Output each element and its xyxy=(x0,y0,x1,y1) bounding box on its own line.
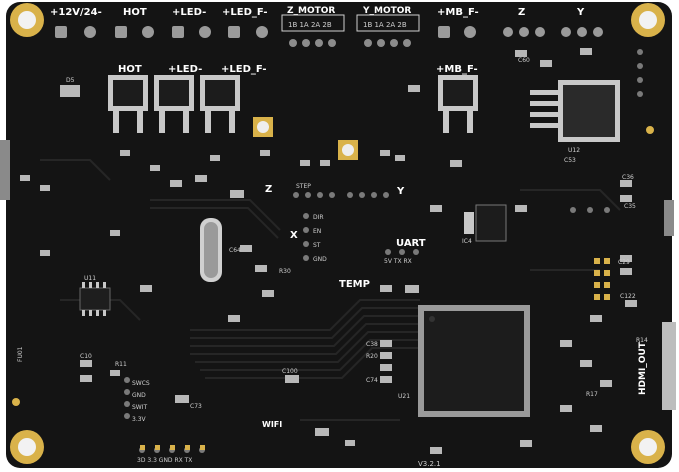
motor-header-pins xyxy=(289,39,411,47)
swd-pin-2: GND xyxy=(132,392,146,399)
ref-r17: R17 xyxy=(586,391,598,398)
top-label-led: +LED- xyxy=(172,7,206,18)
z-motor-pins: 1B 1A 2A 2B xyxy=(288,21,332,29)
ref-u11: U11 xyxy=(84,275,96,282)
mosfet-label-hot: HOT xyxy=(118,64,142,75)
side-connector-left xyxy=(0,140,10,200)
top-label-power: +12V/24- xyxy=(50,7,102,18)
driver-label-en: EN xyxy=(313,228,321,235)
wifi-label: WIFI xyxy=(262,420,282,429)
top-label-z: Z xyxy=(518,7,525,18)
top-label-hot: HOT xyxy=(123,7,147,18)
ref-c100: C100 xyxy=(282,368,298,375)
ref-r30: R30 xyxy=(279,268,291,275)
ref-c122: C122 xyxy=(620,293,636,300)
ref-c74: C74 xyxy=(366,377,378,384)
top-label-mb-f: +MB_F- xyxy=(437,7,479,18)
swd-pin-4: 3.3V xyxy=(132,416,147,423)
driver-label-dir: DIR xyxy=(313,214,324,221)
mosfet-led-f xyxy=(200,75,240,133)
ref-c35: C35 xyxy=(624,203,636,210)
ref-c60: C60 xyxy=(518,57,530,64)
crystal-oscillator xyxy=(200,218,222,282)
top-label-y: Y xyxy=(576,7,585,18)
ref-c73: C73 xyxy=(190,403,202,410)
ref-c64: C64 xyxy=(229,247,241,254)
bottom-pins-label: 3D 3.3 GND RX TX xyxy=(137,457,192,464)
driver-label-step: STEP xyxy=(296,183,311,190)
version-label: V3.2.1 xyxy=(418,460,441,468)
mounting-holes xyxy=(10,3,665,464)
ref-fu01: FU01 xyxy=(17,346,24,362)
mcu-u21 xyxy=(418,305,530,417)
side-connector-right xyxy=(664,200,674,236)
top-connector-pads xyxy=(55,26,603,38)
mosfet-label-led-f: +LED_F- xyxy=(221,64,267,75)
hdmi-connector xyxy=(662,322,676,410)
pcb-board xyxy=(6,2,672,468)
swd-pin-3: SWIT xyxy=(132,404,148,411)
ref-r20: R20 xyxy=(366,353,378,360)
uart-pins: 5V TX RX xyxy=(384,258,412,265)
smd-passives xyxy=(20,48,637,454)
ref-u21: U21 xyxy=(398,393,410,400)
z-motor-title: Z_MOTOR xyxy=(287,6,335,16)
temp-label: TEMP xyxy=(339,279,370,290)
ref-c10: C10 xyxy=(80,353,92,360)
driver-label-st: ST xyxy=(313,242,321,249)
gold-pad-grid xyxy=(12,126,654,450)
ref-c38: C38 xyxy=(366,341,378,348)
top-label-led-f: +LED_F- xyxy=(222,7,268,18)
ref-c36: C36 xyxy=(622,174,634,181)
trimpots xyxy=(253,117,358,160)
ref-r14: R14 xyxy=(636,337,648,344)
chip-u11 xyxy=(79,282,111,316)
mosfet-led xyxy=(154,75,194,133)
driver-label-z: Z xyxy=(265,184,272,195)
mosfet-mb-f xyxy=(438,75,478,133)
ref-c53: C53 xyxy=(564,157,576,164)
ref-c29: C29 xyxy=(618,259,630,266)
motor-header-frames xyxy=(281,14,420,32)
mosfet-label-led: +LED- xyxy=(168,64,202,75)
ref-d5: D5 xyxy=(66,77,75,84)
ref-u12: U12 xyxy=(568,147,580,154)
ref-r11: R11 xyxy=(115,361,127,368)
driver-label-y: Y xyxy=(396,186,405,197)
pin-headers xyxy=(124,49,643,453)
mosfet-hot xyxy=(108,75,148,133)
hdmi-label: HDMI_OUT xyxy=(638,341,648,395)
ref-ic4: IC4 xyxy=(462,238,472,245)
mosfet-label-mb-f: +MB_F- xyxy=(436,64,478,75)
regulator-ic4 xyxy=(464,204,507,242)
pcb-traces xyxy=(40,159,621,421)
y-motor-title: Y_MOTOR xyxy=(362,6,411,16)
y-motor-pins: 1B 1A 2A 2B xyxy=(363,21,407,29)
driver-label-gnd: GND xyxy=(313,256,327,263)
driver-label-x: X xyxy=(290,230,298,241)
swd-pin-1: SWCS xyxy=(132,380,150,387)
regulator-u12 xyxy=(530,80,620,142)
uart-title: UART xyxy=(396,238,426,249)
